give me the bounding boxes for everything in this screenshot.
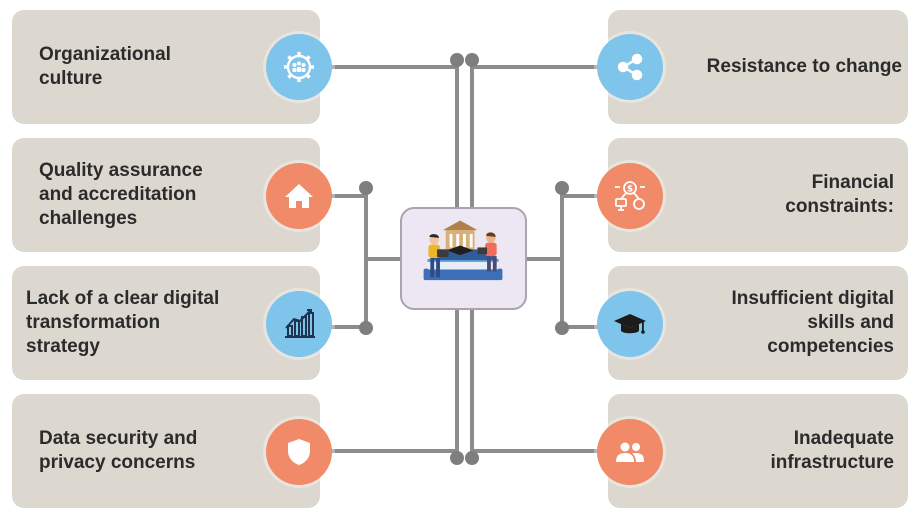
team-gear-icon xyxy=(266,34,332,100)
central-hub xyxy=(400,207,527,310)
right-card-label: Financial constraints: xyxy=(785,172,894,217)
finance-icon: $ xyxy=(597,163,663,229)
education-illustration-icon xyxy=(423,220,503,281)
left-card-label: Data security and privacy concerns xyxy=(39,428,198,473)
left-card-label: Lack of a clear digital transformation s… xyxy=(26,288,220,357)
right-card-label: Inadequate infrastructure xyxy=(770,428,894,473)
left-card-label: Quality assurance and accreditation chal… xyxy=(39,160,203,229)
left-card-data-security: Data security and privacy concerns xyxy=(12,394,320,508)
graduation-cap-icon xyxy=(597,291,663,357)
people-icon xyxy=(597,419,663,485)
left-card-label: Organizational culture xyxy=(39,44,171,89)
right-card-label: Insufficient digital skills and competen… xyxy=(731,288,894,357)
shield-icon xyxy=(266,419,332,485)
svg-text:$: $ xyxy=(627,185,633,195)
share-icon xyxy=(597,34,663,100)
growth-chart-icon xyxy=(266,291,332,357)
home-icon xyxy=(266,163,332,229)
right-card-label: Resistance to change xyxy=(706,56,902,77)
